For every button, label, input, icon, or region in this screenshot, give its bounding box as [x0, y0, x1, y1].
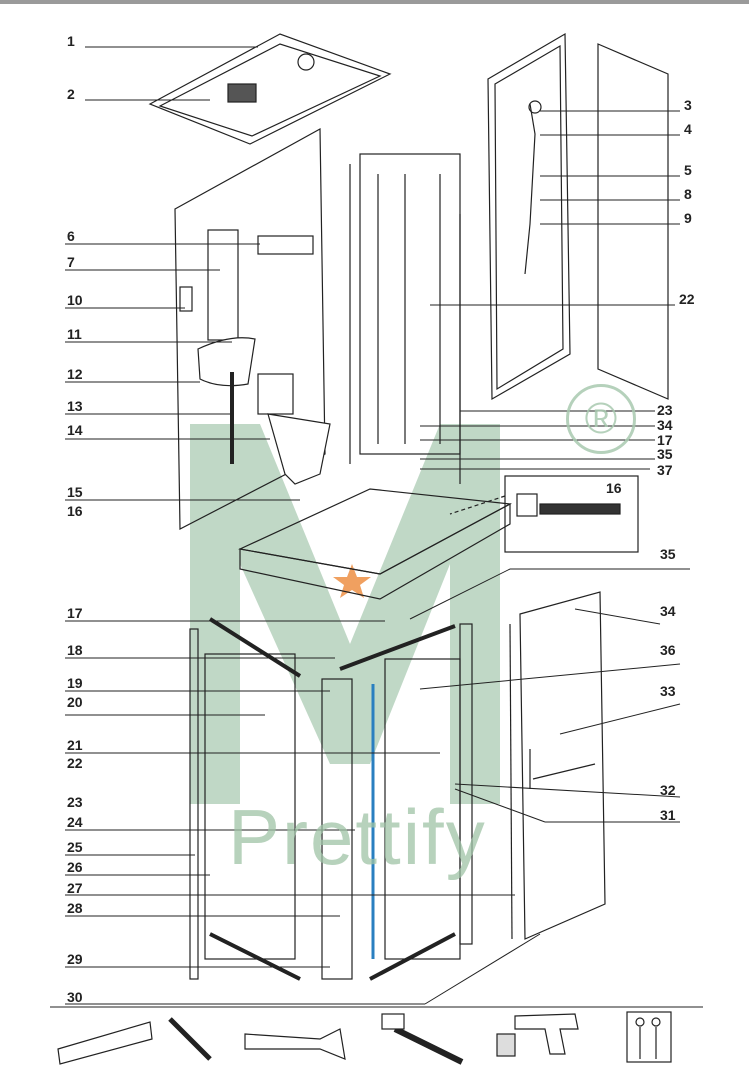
callout-21: 21 [67, 737, 83, 753]
callout-14: 14 [67, 422, 83, 438]
column-panel [487, 32, 571, 401]
fixed-panel-left [204, 653, 296, 960]
callout-12: 12 [67, 366, 83, 382]
callout-8: 8 [684, 186, 692, 202]
registered-mark: ® [566, 384, 636, 454]
roof-panel [148, 33, 392, 145]
callout-23b: 23 [67, 794, 83, 810]
tape-measure-icon [496, 1033, 516, 1057]
callout-24: 24 [67, 814, 83, 830]
callout-4: 4 [684, 121, 692, 137]
callout-34: 34 [657, 417, 673, 433]
two-person-icon [626, 1011, 672, 1063]
callout-22b: 22 [67, 755, 83, 771]
callout-20: 20 [67, 694, 83, 710]
callout-33: 33 [660, 683, 676, 699]
leader-lines [50, 46, 703, 1008]
callout-31: 31 [660, 807, 676, 823]
callout-34b: 34 [660, 603, 676, 619]
tools-row [57, 1011, 672, 1065]
callout-18: 18 [67, 642, 83, 658]
hammer-icon [393, 1026, 464, 1065]
callout-16: 16 [67, 503, 83, 519]
callout-17: 17 [657, 432, 673, 448]
callout-15: 15 [67, 484, 83, 500]
star-icon [333, 564, 371, 598]
callout-9: 9 [684, 210, 692, 226]
callout-3: 3 [684, 97, 692, 113]
drill-icon [514, 1013, 579, 1055]
callout-28: 28 [67, 900, 83, 916]
callout-35-mid: 35 [660, 546, 676, 562]
callout-35: 35 [657, 446, 673, 462]
diagram-art [50, 32, 703, 1065]
watermark-brand: Prettify [228, 793, 487, 881]
callout-30: 30 [67, 989, 83, 1005]
spirit-level-icon [57, 1021, 153, 1065]
callout-5: 5 [684, 162, 692, 178]
callout-32: 32 [660, 782, 676, 798]
callout-25: 25 [67, 839, 83, 855]
callout-19: 19 [67, 675, 83, 691]
door-frame-top [359, 153, 461, 455]
callout-37: 37 [657, 462, 673, 478]
callout-2: 2 [67, 86, 75, 102]
callout-7: 7 [67, 254, 75, 270]
callout-27: 27 [67, 880, 83, 896]
sliding-door-right [519, 591, 606, 940]
side-glass-panel [597, 43, 669, 400]
drain-inset-label: 16 [606, 480, 622, 496]
callout-23: 23 [657, 402, 673, 418]
callout-29: 29 [67, 951, 83, 967]
callout-22: 22 [679, 291, 695, 307]
watermark-logo [190, 424, 500, 804]
screwdriver-icon [168, 1017, 212, 1061]
drain-inset-box [504, 475, 639, 553]
callout-10: 10 [67, 292, 83, 308]
callout-13: 13 [67, 398, 83, 414]
callout-17b: 17 [67, 605, 83, 621]
callout-11: 11 [67, 326, 82, 342]
callout-1: 1 [67, 33, 75, 49]
wrench-icon [244, 1028, 346, 1060]
back-wall-left [174, 127, 326, 530]
callout-26: 26 [67, 859, 83, 875]
callout-36: 36 [660, 642, 676, 658]
callout-6: 6 [67, 228, 75, 244]
